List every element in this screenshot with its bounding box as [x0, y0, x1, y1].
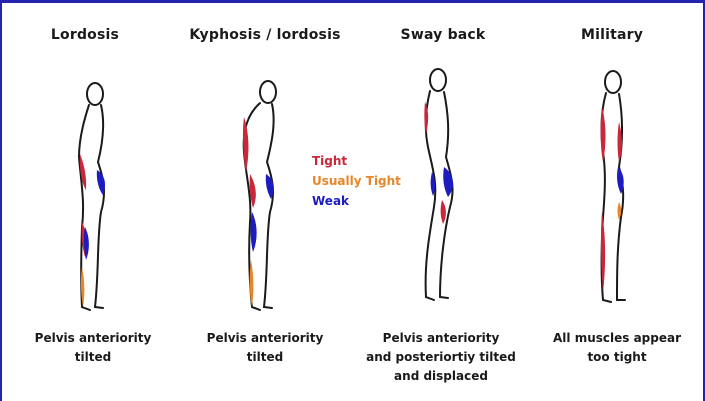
caption-lordosis-line-2: tilted: [0, 348, 188, 367]
title-kyphosis-lordosis: Kyphosis / lordosis: [170, 27, 360, 43]
caption-sway-line-2: and posteriortiy tilted: [346, 348, 536, 367]
caption-sway-line-1: Pelvis anteriority: [346, 329, 536, 348]
legend-tight: Tight: [312, 151, 401, 171]
frame-top-border: [0, 0, 705, 3]
legend: Tight Usually Tight Weak: [312, 151, 401, 211]
kyphosis-weak-abdomen: [266, 174, 274, 199]
figure-lordosis: [55, 62, 135, 318]
caption-kyphosis-line-2: tilted: [170, 348, 360, 367]
military-tight-back: [601, 107, 606, 162]
kyphosis-weak-hamstring: [251, 212, 257, 252]
caption-military-line-1: All muscles appear: [522, 329, 705, 348]
caption-military-line-2: too tight: [522, 348, 705, 367]
figure-kyphosis-lordosis: [222, 62, 302, 318]
caption-military: All muscles appear too tight: [522, 329, 705, 367]
caption-sway-line-3: and displaced: [346, 367, 536, 386]
figure-sway-back: [398, 62, 478, 318]
caption-kyphosis-lordosis: Pelvis anteriority tilted: [170, 329, 360, 367]
kyphosis-tight-upper: [243, 117, 249, 172]
title-lordosis: Lordosis: [0, 27, 180, 43]
caption-lordosis: Pelvis anteriority tilted: [0, 329, 188, 367]
caption-lordosis-line-1: Pelvis anteriority: [0, 329, 188, 348]
title-sway-back: Sway back: [348, 27, 538, 43]
figure-military: [575, 62, 655, 318]
caption-kyphosis-line-1: Pelvis anteriority: [170, 329, 360, 348]
caption-sway-back: Pelvis anteriority and posteriortiy tilt…: [346, 329, 536, 386]
sway-tight-hamstring: [441, 200, 446, 224]
lordosis-weak-abdomen: [97, 170, 105, 195]
legend-usually-tight: Usually Tight: [312, 171, 401, 191]
legend-weak: Weak: [312, 191, 401, 211]
title-military: Military: [517, 27, 705, 43]
